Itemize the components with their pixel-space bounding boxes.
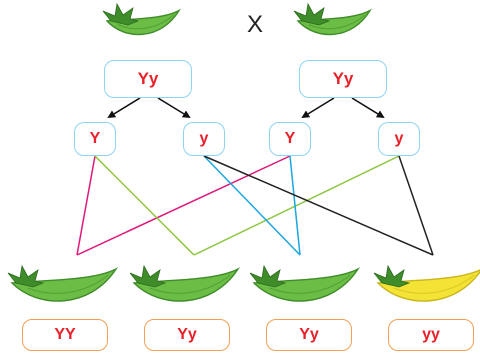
parent-pea-pod-2-icon [294,4,370,35]
gamete-2-box: y [183,122,225,156]
parent-2-genotype: Yy [333,69,354,89]
parent-1-genotype-box: Yy [104,60,192,98]
offspring-1-genotype-box: YY [22,319,108,351]
gamete-4-box: y [378,122,420,156]
cross-line-6 [290,156,300,255]
parent-1-genotype: Yy [138,69,159,89]
cross-line-8 [399,156,433,255]
offspring-3-genotype-box: Yy [266,319,352,351]
cross-symbol: X [240,10,270,40]
gamete-1-box: Y [74,122,116,156]
cross-line-7 [204,156,433,255]
cross-line-5 [204,156,300,255]
cross-lines [77,156,433,255]
offspring-1-genotype: YY [54,326,75,344]
cross-line-4 [194,156,399,255]
arrow-parent2-to-gamete3 [303,98,334,117]
offspring-2-genotype: Yy [177,326,197,344]
offspring-pea-pod-2-icon [130,266,238,301]
gamete-arrows [109,98,383,117]
arrow-parent1-to-gamete2 [158,98,189,117]
gamete-3-box: Y [269,122,311,156]
offspring-4-genotype: yy [422,326,440,344]
offspring-pea-pod-3-icon [250,266,358,301]
offspring-2-genotype-box: Yy [144,319,230,351]
cross-line-1 [77,156,95,255]
offspring-3-genotype: Yy [299,326,319,344]
offspring-4-genotype-box: yy [388,319,474,351]
gamete-4-allele: y [395,130,404,148]
arrow-parent1-to-gamete1 [109,98,140,117]
offspring-pea-pod-1-icon [8,266,116,301]
arrow-parent2-to-gamete4 [352,98,383,117]
parent-pea-pod-1-icon [103,4,179,35]
gamete-2-allele: y [200,130,209,148]
gamete-3-allele: Y [285,130,296,148]
offspring-pea-pod-4-icon [374,266,480,301]
gamete-1-allele: Y [90,130,101,148]
parent-2-genotype-box: Yy [299,60,387,98]
